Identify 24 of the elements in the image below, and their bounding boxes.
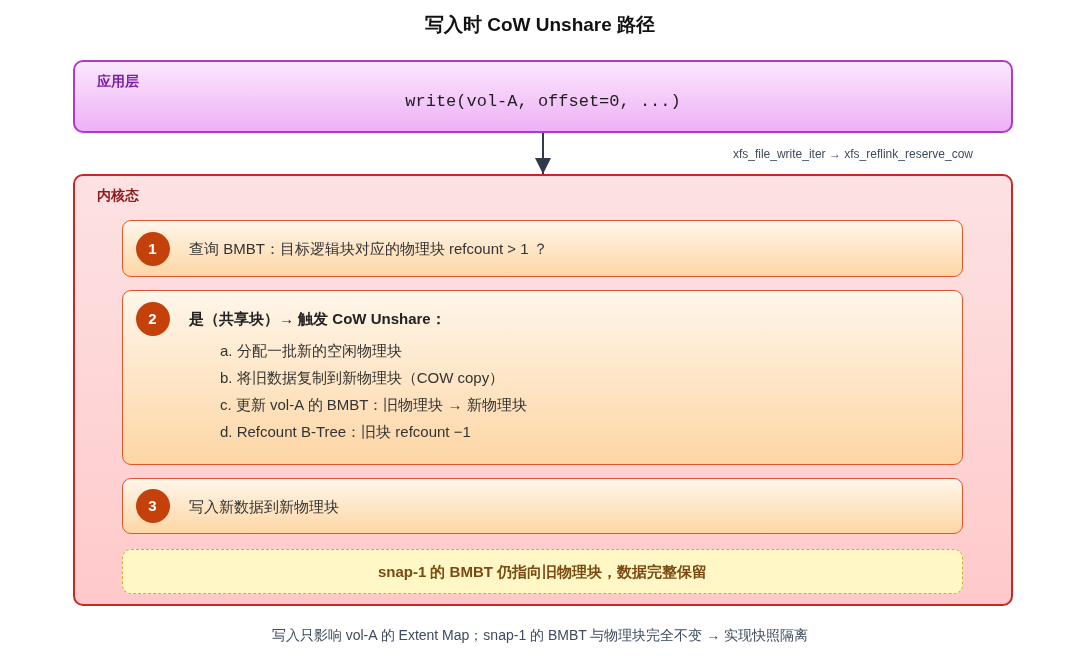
caption: 写入只影响 vol-A 的 Extent Map；snap-1 的 BMBT 与物理块完全不变 → 实现快照隔离 [271,626,809,645]
arrow [535,132,551,175]
note-box [122,549,963,594]
layer-panel [73,60,1013,133]
layer-heading: 内核态 [97,186,139,204]
step-item: d. Refcount B-Tree：旧块 refcount −1 [220,422,471,442]
step-item: a. 分配一批新的空闲物理块 [220,341,402,361]
diagram-title: 写入时 CoW Unshare 路径 [424,13,656,37]
step-text: 查询 BMBT：目标逻辑块对应的物理块 refcount > 1 ？ [189,239,548,259]
annotation-text: xfs_file_write_iter → xfs_reflink_reserve_cow [732,146,973,162]
step-text: 写入新数据到新物理块 [189,496,339,517]
note-text: snap-1 的 BMBT 仍指向旧物理块，数据完整保留 [377,561,708,582]
layer-panel [73,174,1013,606]
step-box [122,478,963,534]
layer-heading: 应用层 [97,72,139,90]
step-number-badge: 3 [135,488,170,523]
step-box [122,290,963,465]
step-heading: 是（共享块）→ 触发 CoW Unshare： [189,309,446,329]
step-item: b. 将旧数据复制到新物理块（COW copy） [220,368,505,388]
step-number-badge: 2 [135,301,170,336]
step-item: c. 更新 vol-A 的 BMBT：旧物理块 → 新物理块 [220,395,527,415]
step-number-badge: 1 [135,231,170,266]
step-box [122,220,963,277]
code-text: write(vol-A, offset=0, ...) [405,91,681,113]
